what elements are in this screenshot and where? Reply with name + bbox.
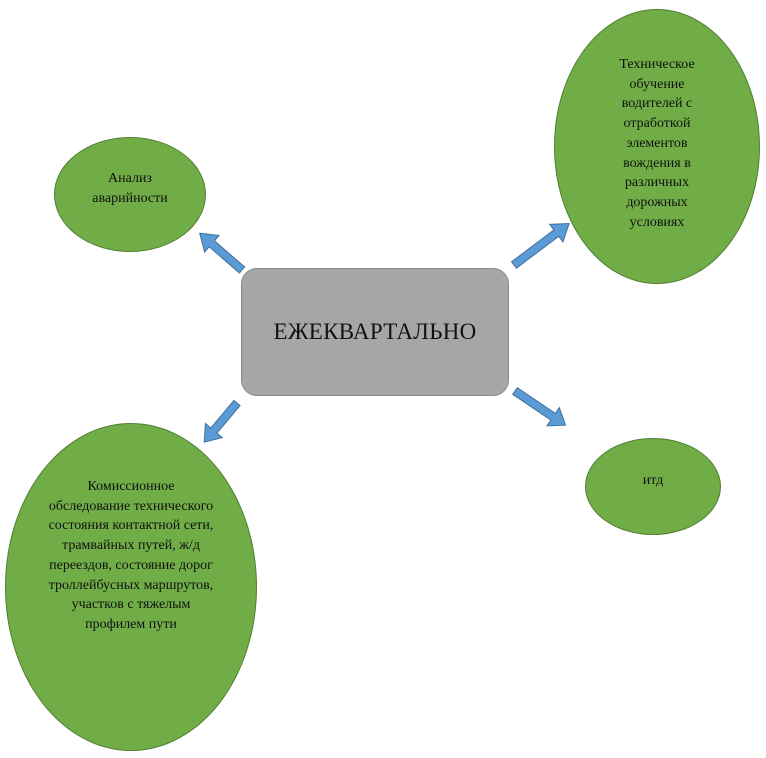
arrow-to-inspection: [203, 399, 241, 443]
arrow-to-training: [510, 222, 570, 269]
node-etc-text: итд: [642, 473, 664, 488]
node-training-text: Техническое обучение водителей с отработ…: [619, 57, 695, 230]
node-training: Техническое обучение водителей с отработ…: [554, 9, 760, 284]
node-etc: итд: [585, 438, 721, 535]
node-inspection: Комиссионное обследование технического с…: [5, 423, 257, 751]
center-box: ЕЖЕКВАРТАЛЬНО: [241, 268, 509, 396]
node-analysis-text: Анализ аварийности: [92, 171, 168, 206]
node-analysis: Анализ аварийности: [54, 137, 206, 252]
center-label: ЕЖЕКВАРТАЛЬНО: [273, 319, 477, 344]
arrow-to-etc: [512, 386, 567, 427]
arrow-to-analysis: [199, 232, 246, 274]
node-inspection-text: Комиссионное обследование технического с…: [48, 479, 214, 632]
